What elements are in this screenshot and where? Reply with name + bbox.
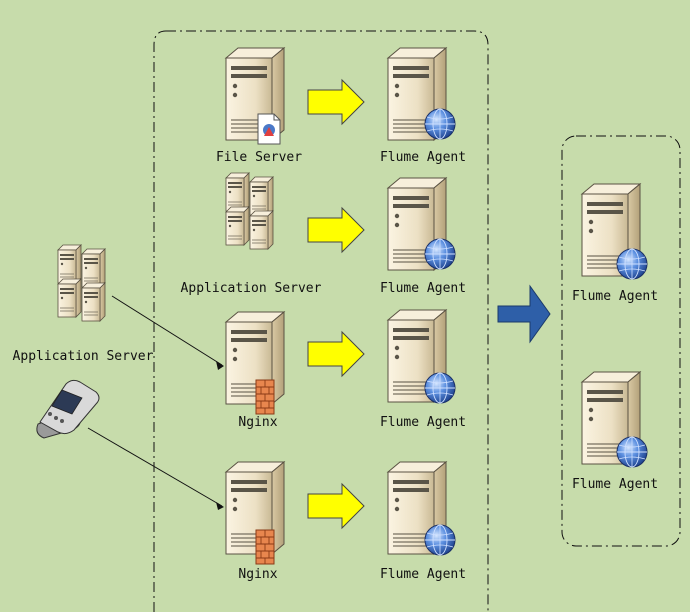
collector-flume-agent-1 [581,183,648,280]
flume-agent-node-3 [387,309,456,404]
mobile-phone-icon [36,379,100,439]
app-server-inner-label: Application Server [180,281,322,296]
forward-arrow-icon [307,79,365,125]
forward-arrow-icon [307,207,365,253]
flume-agent-node-4 [387,461,456,556]
server-icon [225,311,285,405]
globe-icon [616,248,648,280]
file-server-label: File Server [215,150,303,165]
nginx-label-2: Nginx [238,567,278,582]
collector-flume-agent-label-2: Flume Agent [571,477,659,492]
forward-arrow-icon [307,331,365,377]
app-server-left-label: Application Server [12,349,154,364]
forward-arrow-icon [307,483,365,529]
globe-icon [424,238,456,270]
collector-flume-agent-2 [581,371,648,468]
document-icon [257,113,281,145]
flume-agent-label-4: Flume Agent [379,567,467,582]
firewall-icon [255,379,275,415]
collector-flume-agent-label-1: Flume Agent [571,289,659,304]
link-app-server-to-nginx [111,295,223,366]
globe-icon [424,524,456,556]
globe-icon [424,108,456,140]
collector-group-frame [561,135,681,547]
flume-agent-node-2 [387,177,456,271]
app-server-cluster-icon [226,173,273,249]
globe-icon [424,372,456,404]
file-server-node [225,47,285,145]
nginx-label-1: Nginx [238,415,278,430]
app-server-left-cluster-icon [58,245,105,321]
flume-agent-label-3: Flume Agent [379,415,467,430]
flume-agent-label-1: Flume Agent [379,150,467,165]
nginx-node-1 [225,311,285,415]
firewall-icon [255,529,275,565]
source-group-frame [153,30,489,612]
globe-icon [616,436,648,468]
nginx-node-2 [225,461,285,565]
flume-agent-node-1 [387,47,456,141]
flume-agent-label-2: Flume Agent [379,281,467,296]
aggregate-arrow-icon [497,284,551,344]
server-icon [225,461,285,555]
link-mobile-to-nginx [87,427,223,507]
